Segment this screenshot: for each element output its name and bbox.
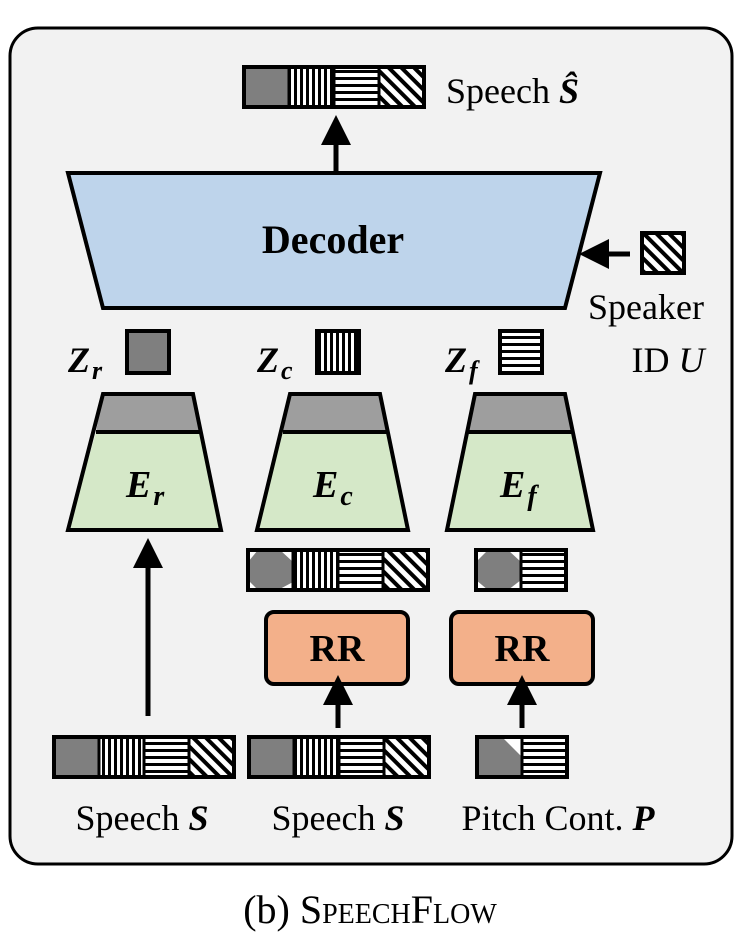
latent-box-f xyxy=(498,329,544,375)
encoder-label-r: Er xyxy=(125,464,165,512)
decoder-block xyxy=(65,171,603,310)
figure-caption: (b) SpeechFlow xyxy=(0,884,740,936)
output-speech-label: Speech Ŝ xyxy=(446,71,579,111)
perturbed-pitch-bar xyxy=(474,548,568,592)
input-label-r: Speech S xyxy=(76,798,209,838)
rr-label-f: RR xyxy=(495,628,550,670)
encoder-c xyxy=(254,392,411,532)
caption-prefix: (b) xyxy=(243,887,290,932)
input-pitch-bar xyxy=(475,735,569,779)
perturbed-speech-bar xyxy=(246,548,430,592)
output-speech-bar xyxy=(242,65,426,109)
input-speech-bar-r xyxy=(52,735,236,779)
decoder-label: Decoder xyxy=(262,217,404,262)
encoder-label-c: Ec xyxy=(312,464,353,512)
caption-model-name: SpeechFlow xyxy=(299,887,497,932)
input-speech-bar-c xyxy=(247,735,431,779)
latent-box-r xyxy=(125,329,171,375)
encoder-f xyxy=(444,392,596,532)
rr-label-c: RR xyxy=(310,628,365,670)
latent-label-r: Zr xyxy=(67,340,103,385)
speaker-label: Speaker xyxy=(588,287,704,327)
encoder-label-f: Ef xyxy=(499,464,539,512)
input-label-f: Pitch Cont. P xyxy=(461,798,655,838)
speaker-id-box xyxy=(640,231,686,275)
encoder-r xyxy=(65,392,224,532)
latent-box-c xyxy=(315,329,361,375)
latent-label-f: Zf xyxy=(444,340,480,385)
input-label-c: Speech S xyxy=(272,798,405,838)
speechflow-diagram: Speech Ŝ Decoder Speaker ID U Zr Zc Zf E… xyxy=(8,26,734,866)
latent-label-c: Zc xyxy=(256,340,293,385)
speaker-id-label: ID U xyxy=(632,340,707,380)
